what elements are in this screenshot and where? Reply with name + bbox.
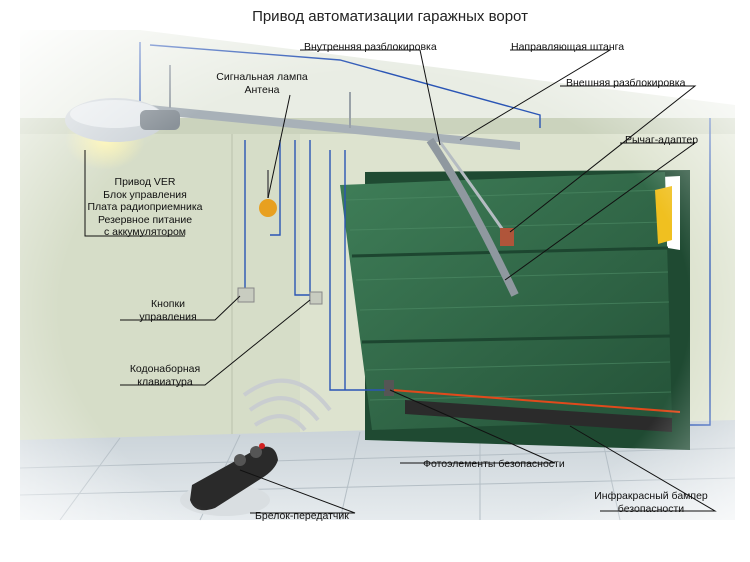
label-outer-release: Внешняя разблокировка	[566, 77, 686, 89]
leader-ir-bumper	[569, 425, 717, 512]
label-inner-release: Внутренняя разблокировка	[304, 41, 437, 53]
label-ir-bumper-line2: безопасности	[617, 502, 685, 515]
label-keypad: Кодонаборная клавиатура	[122, 363, 208, 388]
leader-keypad	[120, 299, 311, 386]
label-signal-lamp: Сигнальная лампа Антена	[214, 71, 310, 96]
label-photocells: Фотоэлементы безопасности	[423, 458, 565, 470]
leader-guide-rail	[459, 49, 612, 141]
label-control-buttons-line2: управления	[139, 310, 197, 323]
label-keypad-line1: Кодонаборная	[129, 363, 201, 375]
leader-outer-release	[509, 85, 697, 233]
label-drive-line4: Резервное питание	[97, 213, 193, 226]
leader-control-buttons	[120, 295, 241, 321]
label-drive: Привод VER Блок управления Плата радиопр…	[86, 176, 204, 239]
label-ir-bumper: Инфракрасный бампер безопасности	[593, 490, 709, 515]
label-keypad-line2: клавиатура	[137, 375, 193, 388]
label-guide-rail: Направляющая штанга	[511, 41, 625, 53]
label-signal-lamp-line2: Антена	[244, 83, 280, 96]
page-title: Привод автоматизации гаражных ворот	[252, 8, 528, 25]
label-control-buttons: Кнопки управления	[130, 298, 206, 323]
label-remote: Брелок-передатчик	[255, 510, 349, 522]
label-lever-adapter: Рычаг-адаптер	[625, 134, 699, 146]
leader-remote	[239, 469, 356, 514]
label-ir-bumper-line1: Инфракрасный бампер	[594, 490, 708, 502]
leader-signal-lamp	[267, 94, 291, 199]
leader-photocells	[389, 389, 556, 464]
label-drive-line1: Привод VER	[114, 176, 176, 188]
leader-inner-release	[300, 49, 441, 146]
label-signal-lamp-line1: Сигнальная лампа	[216, 71, 308, 83]
label-drive-line3: Плата радиоприемника	[87, 201, 203, 213]
leader-lines	[84, 49, 717, 514]
label-drive-line2: Блок управления	[103, 188, 187, 201]
leader-lever-adapter	[504, 142, 697, 281]
label-control-buttons-line1: Кнопки	[151, 298, 185, 310]
leader-drive	[84, 150, 185, 237]
label-drive-line5: с аккумулятором	[103, 226, 187, 238]
